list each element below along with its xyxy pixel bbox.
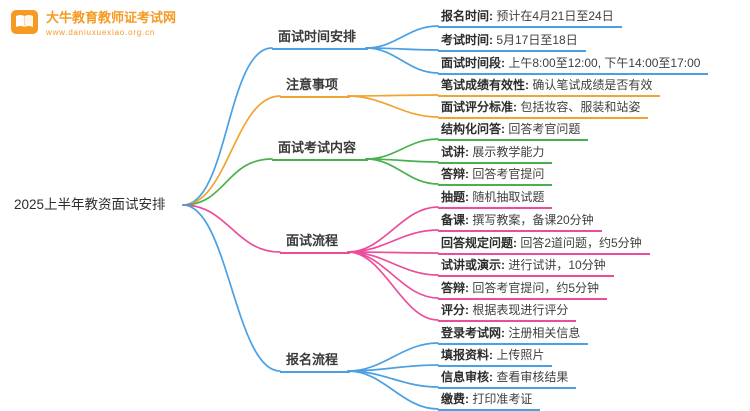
leaf-topic-1-3: 面试时间段: 上午8:00至12:00, 下午14:00至17:00 xyxy=(438,55,709,75)
leaf-head: 试讲或演示: xyxy=(441,258,505,272)
connector xyxy=(365,47,439,51)
leaf-head: 考试时间: xyxy=(441,33,493,47)
branch-topic-1: 面试时间安排 xyxy=(272,27,369,50)
leaf-topic-3-3: 答辩: 回答考官提问 xyxy=(438,166,553,186)
leaf-tail: 回答考官问题 xyxy=(505,122,581,136)
leaf-topic-5-1: 登录考试网: 注册相关信息 xyxy=(438,325,589,345)
leaf-topic-5-4: 缴费: 打印准考证 xyxy=(438,391,541,411)
leaf-head: 报名时间: xyxy=(441,9,493,23)
connector xyxy=(182,47,273,206)
leaf-topic-1-1: 报名时间: 预计在4月21日至24日 xyxy=(438,8,622,28)
leaf-tail: 进行试讲，10分钟 xyxy=(505,258,606,272)
branch-topic-3: 面试考试内容 xyxy=(272,138,369,161)
leaf-topic-4-3: 回答规定问题: 回答2道问题，约5分钟 xyxy=(438,235,650,255)
site-logo: 大牛教育教师证考试网 www.daniuxuexiao.org.cn xyxy=(10,8,176,40)
site-url: www.daniuxuexiao.org.cn xyxy=(46,28,156,37)
leaf-head: 填报资料: xyxy=(441,348,493,362)
leaf-tail: 查看审核结果 xyxy=(493,370,569,384)
connector xyxy=(182,95,281,206)
leaf-tail: 打印准考证 xyxy=(469,392,533,406)
leaf-head: 笔试成绩有效性: xyxy=(441,78,529,92)
leaf-head: 备课: xyxy=(441,213,469,227)
branch-topic-5: 报名流程 xyxy=(280,350,351,373)
connector xyxy=(182,158,273,206)
leaf-topic-1-2: 考试时间: 5月17日至18日 xyxy=(438,32,586,52)
connector xyxy=(365,158,439,163)
leaf-head: 结构化问答: xyxy=(441,122,505,136)
connector xyxy=(347,229,439,253)
leaf-head: 答辩: xyxy=(441,281,469,295)
leaf-head: 评分: xyxy=(441,303,469,317)
leaf-head: 面试评分标准: xyxy=(441,100,517,114)
open-book-icon xyxy=(10,8,40,40)
leaf-topic-5-2: 填报资料: 上传照片 xyxy=(438,347,553,367)
leaf-tail: 随机抽取试题 xyxy=(469,190,545,204)
leaf-topic-4-5: 答辩: 回答考官提问，约5分钟 xyxy=(438,280,608,300)
connector xyxy=(365,138,439,160)
leaf-topic-3-1: 结构化问答: 回答考官问题 xyxy=(438,121,589,141)
connector xyxy=(182,204,281,253)
leaf-tail: 预计在4月21日至24日 xyxy=(493,9,614,23)
connector xyxy=(347,370,439,388)
leaf-tail: 上传照片 xyxy=(493,348,545,362)
leaf-topic-4-4: 试讲或演示: 进行试讲，10分钟 xyxy=(438,257,614,277)
leaf-topic-3-2: 试讲: 展示教学能力 xyxy=(438,144,553,164)
leaf-tail: 包括妆容、服装和站姿 xyxy=(517,100,641,114)
connector xyxy=(365,25,439,49)
leaf-topic-4-2: 备课: 撰写教案，备课20分钟 xyxy=(438,212,602,232)
connector xyxy=(347,251,439,276)
leaf-tail: 注册相关信息 xyxy=(505,326,581,340)
connector xyxy=(347,206,439,253)
leaf-head: 试讲: xyxy=(441,145,469,159)
leaf-tail: 5月17日至18日 xyxy=(493,33,578,47)
leaf-topic-4-6: 评分: 根据表现进行评分 xyxy=(438,302,577,322)
leaf-head: 抽题: xyxy=(441,190,469,204)
leaf-tail: 回答考官提问，约5分钟 xyxy=(469,281,600,295)
connector xyxy=(347,342,439,372)
leaf-topic-5-3: 信息审核: 查看审核结果 xyxy=(438,369,577,389)
leaf-tail: 回答考官提问 xyxy=(469,167,545,181)
leaf-head: 面试时间段: xyxy=(441,56,505,70)
leaf-head: 缴费: xyxy=(441,392,469,406)
leaf-topic-4-1: 抽题: 随机抽取试题 xyxy=(438,189,553,209)
leaf-head: 回答规定问题: xyxy=(441,236,517,250)
connector xyxy=(365,158,439,185)
leaf-head: 登录考试网: xyxy=(441,326,505,340)
leaf-tail: 展示教学能力 xyxy=(469,145,545,159)
connector xyxy=(347,95,439,118)
leaf-tail: 撰写教案，备课20分钟 xyxy=(469,213,594,227)
leaf-tail: 确认笔试成绩是否有效 xyxy=(529,78,653,92)
connector xyxy=(347,251,439,254)
leaf-head: 答辩: xyxy=(441,167,469,181)
connector xyxy=(347,251,439,321)
root-topic: 2025上半年教资面试安排 xyxy=(14,197,166,212)
branch-topic-4: 面试流程 xyxy=(280,231,351,254)
branch-topic-2: 注意事项 xyxy=(280,75,351,98)
connector xyxy=(365,47,439,74)
connector xyxy=(347,94,439,97)
leaf-tail: 回答2道问题，约5分钟 xyxy=(517,236,642,250)
leaf-topic-2-1: 笔试成绩有效性: 确认笔试成绩是否有效 xyxy=(438,77,661,97)
connector xyxy=(347,251,439,299)
connector xyxy=(347,364,439,372)
leaf-topic-2-2: 面试评分标准: 包括妆容、服装和站姿 xyxy=(438,99,649,119)
leaf-tail: 上午8:00至12:00, 下午14:00至17:00 xyxy=(505,56,701,70)
connector xyxy=(182,204,281,372)
site-name: 大牛教育教师证考试网 xyxy=(46,10,177,25)
site-logo-text: 大牛教育教师证考试网 www.daniuxuexiao.org.cn xyxy=(46,10,176,38)
leaf-tail: 根据表现进行评分 xyxy=(469,303,569,317)
leaf-head: 信息审核: xyxy=(441,370,493,384)
connector xyxy=(347,370,439,410)
